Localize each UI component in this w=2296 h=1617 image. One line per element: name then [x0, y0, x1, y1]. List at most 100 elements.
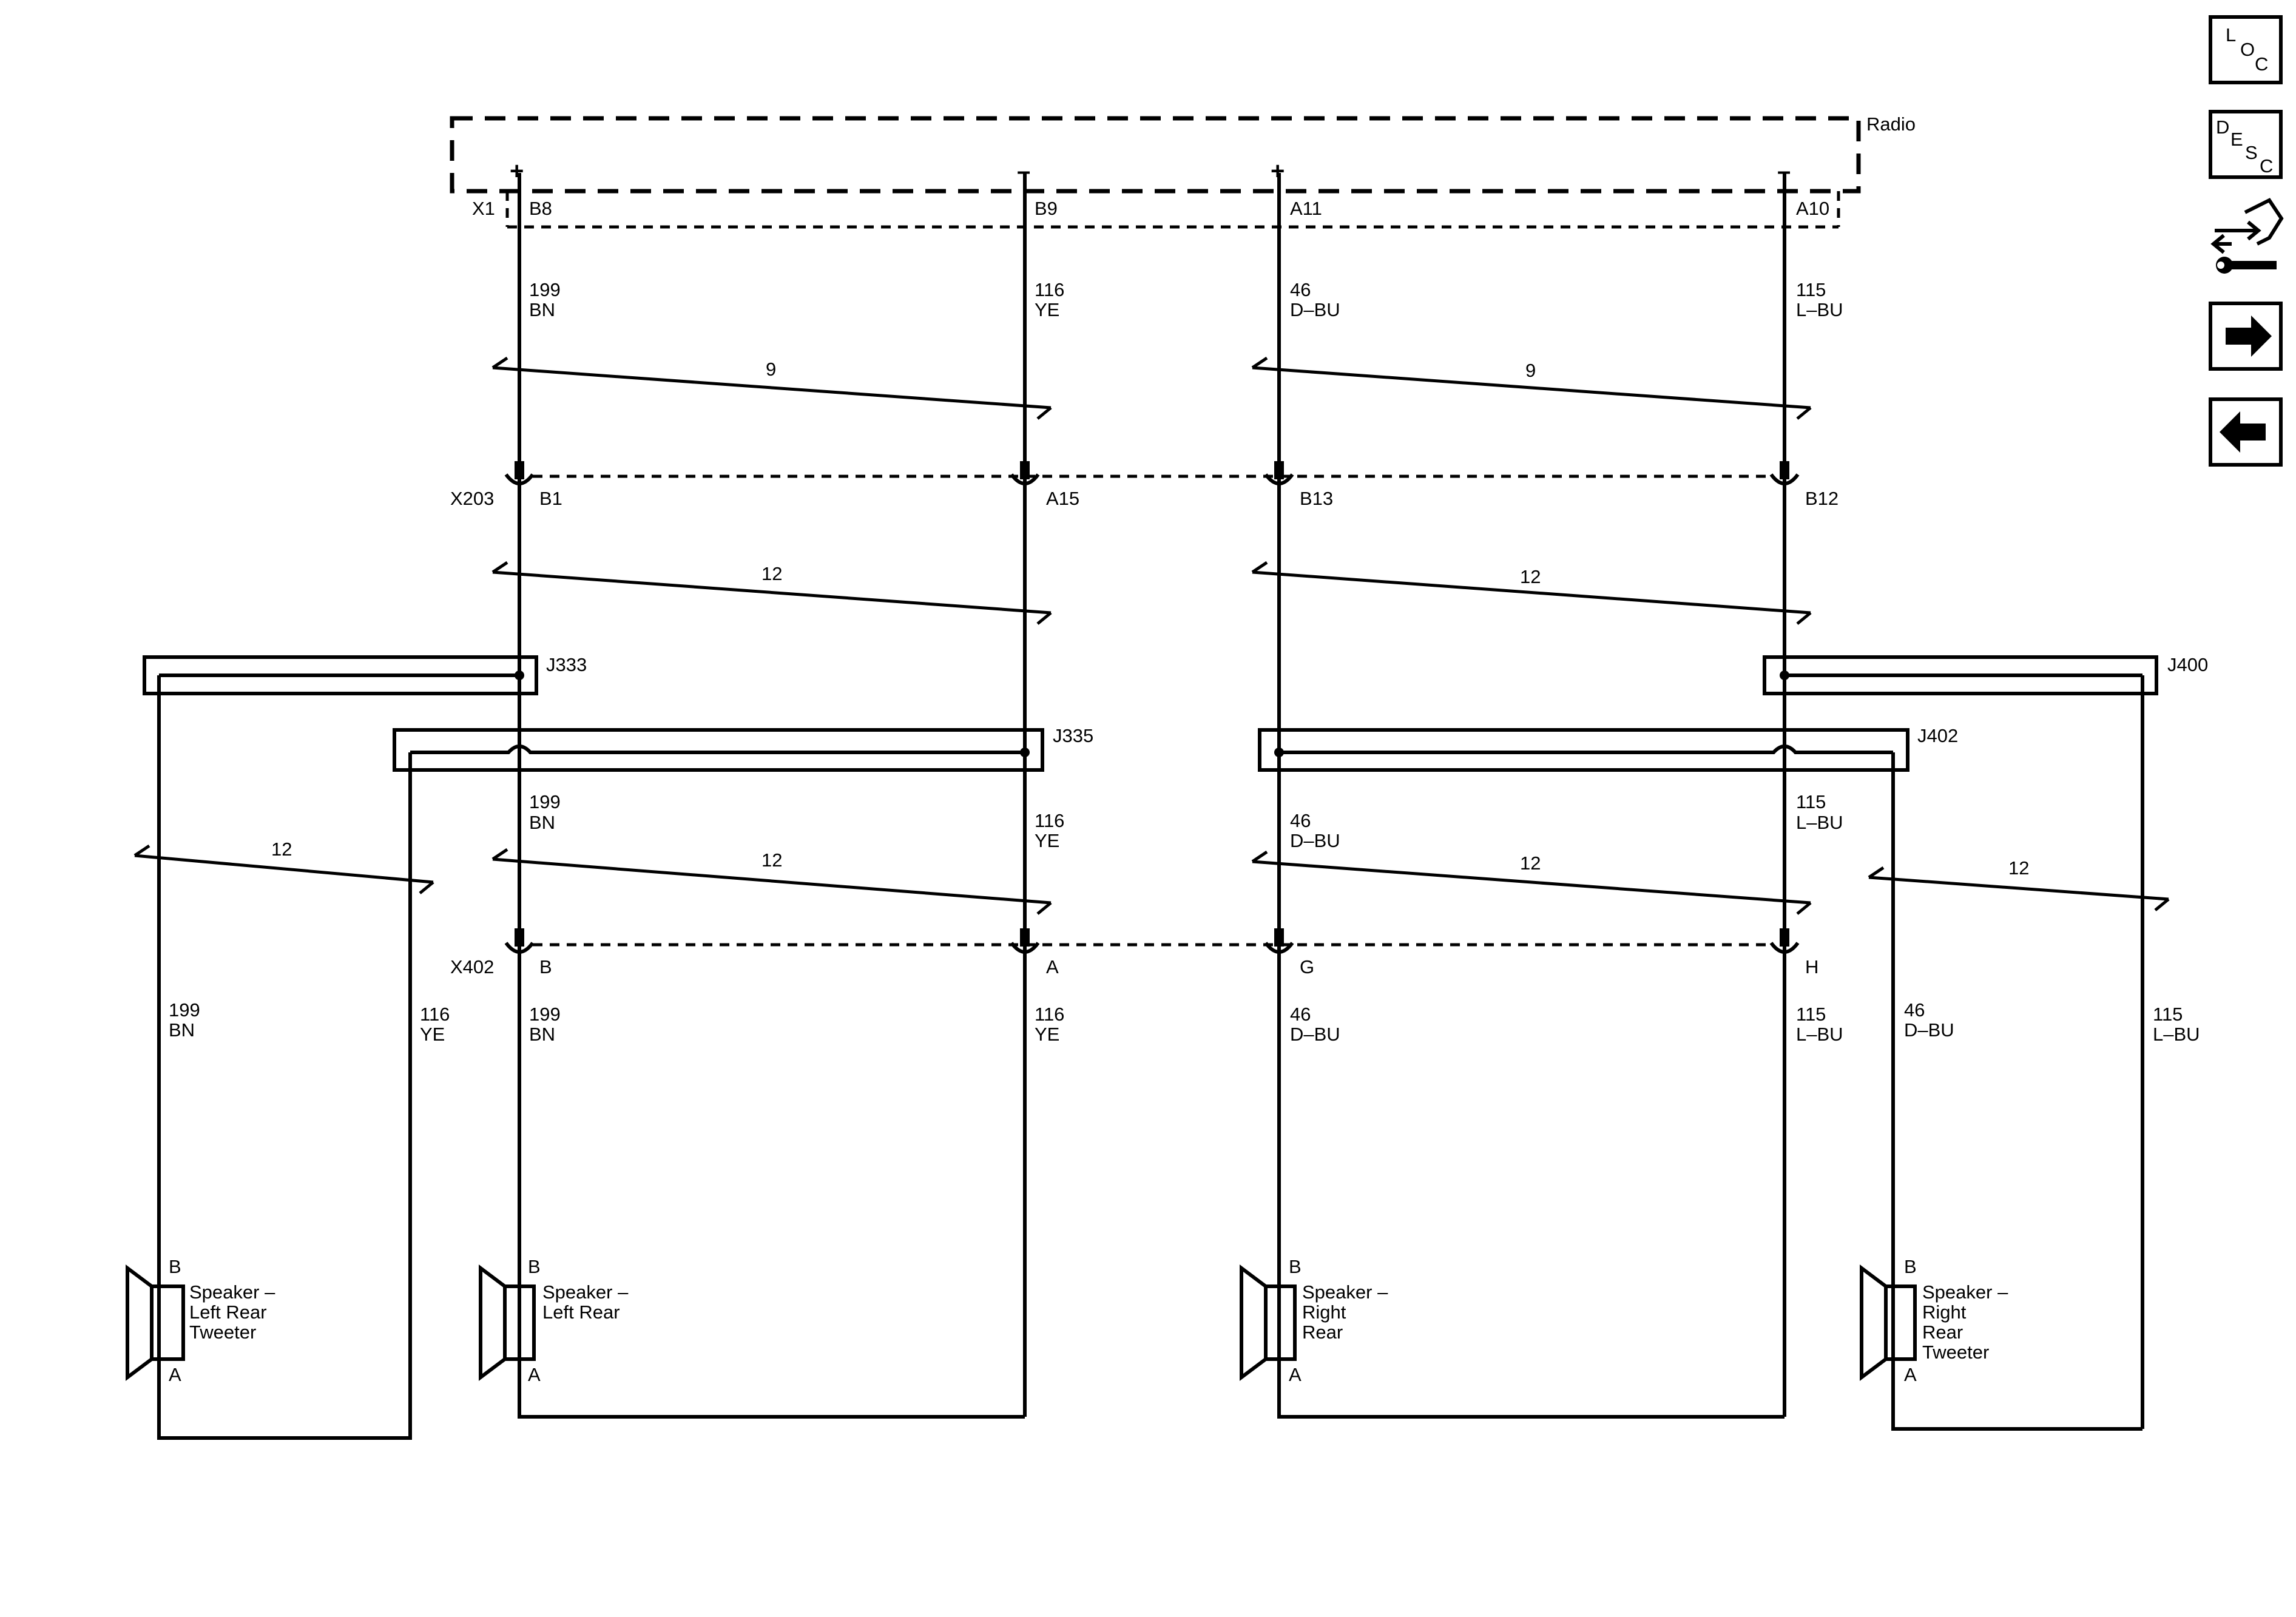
j400-label: J400 — [2167, 654, 2208, 675]
speaker-pin-label: A — [528, 1364, 541, 1385]
j402-splice-pack — [1258, 728, 1909, 1429]
wire-color: D–BU — [1290, 830, 1340, 851]
twisted-pair-marker: 12 — [1251, 561, 1812, 625]
wire-color: D–BU — [1904, 1019, 1954, 1041]
twisted-pair-marker: 12 — [133, 839, 434, 894]
x203-pin-label: B13 — [1300, 488, 1333, 509]
polarity-mark: – — [1777, 158, 1791, 184]
wire-color: L–BU — [1796, 1024, 1843, 1045]
j402-label: J402 — [1917, 725, 1958, 746]
speaker-pin-label: B — [1904, 1256, 1917, 1277]
wire-color: YE — [1035, 299, 1059, 320]
wire-circuit-number: 199 — [169, 999, 200, 1021]
wire-right-tweeter-loop — [1891, 1359, 2142, 1431]
twisted-pair-marker: 12 — [491, 561, 1052, 625]
x1-pin-label: A11 — [1290, 198, 1322, 219]
speaker-pin-label: B — [1289, 1256, 1302, 1277]
wire-circuit-number: 116 — [1035, 810, 1064, 831]
wire-circuit-number: 199 — [529, 1004, 561, 1025]
x1-pin-label: A10 — [1796, 198, 1829, 219]
x402-terminal — [1769, 928, 1800, 954]
speaker-pin-label: B — [528, 1256, 541, 1277]
svg-text:12: 12 — [761, 849, 782, 871]
arrow-left-icon — [2220, 411, 2266, 453]
wire-right-rear-return — [1277, 1359, 1784, 1419]
speaker-pin-label: B — [169, 1256, 181, 1277]
speaker-pin-label: A — [1904, 1364, 1917, 1385]
svg-text:12: 12 — [2008, 857, 2029, 879]
svg-text:L: L — [2226, 24, 2236, 46]
svg-text:C: C — [2260, 155, 2273, 177]
x1-pin-label: B9 — [1035, 198, 1058, 219]
svg-text:12: 12 — [761, 563, 782, 584]
prev-button[interactable] — [2209, 397, 2283, 467]
wire-color: D–BU — [1290, 299, 1340, 320]
svg-text:O: O — [2240, 39, 2255, 60]
x1-pin-label: B8 — [529, 198, 552, 219]
svg-text:12: 12 — [1520, 566, 1541, 587]
wire-circuit-number: 115 — [1796, 1004, 1826, 1025]
wire-left-tweeter-loop — [157, 1359, 412, 1440]
connector-tool-icon[interactable] — [2210, 198, 2284, 274]
x203-terminal — [504, 461, 535, 485]
svg-text:D: D — [2216, 116, 2229, 138]
polarity-mark: + — [510, 158, 524, 184]
twisted-pair-marker: 9 — [491, 356, 1052, 420]
twisted-pair-marker: 12 — [1868, 857, 2170, 911]
x203-pin-label: B12 — [1805, 488, 1838, 509]
j400-splice-pack — [1763, 655, 2158, 1429]
x402-terminal — [1264, 928, 1294, 954]
wire-circuit-number: 115 — [1796, 791, 1826, 812]
next-button[interactable] — [2209, 302, 2283, 371]
loc-button[interactable]: L O C — [2209, 15, 2283, 84]
speaker-left-rear-label: Speaker – Left Rear — [542, 1281, 633, 1323]
x203-terminal — [1769, 461, 1800, 485]
wire-circuit-number: 46 — [1290, 810, 1311, 831]
radio-module-label: Radio — [1866, 113, 1916, 135]
wire-color: L–BU — [1796, 299, 1843, 320]
wire-color: BN — [529, 1024, 555, 1045]
svg-text:12: 12 — [1520, 852, 1541, 874]
svg-text:E: E — [2230, 129, 2243, 150]
x203-pin-label: B1 — [539, 488, 562, 509]
twisted-pair-marker: 12 — [491, 848, 1052, 915]
wire-circuit-number: 46 — [1290, 279, 1311, 300]
x402-pin-label: H — [1805, 956, 1818, 977]
wire-color: L–BU — [1796, 812, 1843, 833]
twisted-pair-marker: 12 — [1251, 850, 1812, 915]
speaker-left-rear-tweeter-label: Speaker – Left Rear Tweeter — [189, 1281, 280, 1343]
speaker-pin-label: A — [169, 1364, 181, 1385]
polarity-mark: + — [1271, 158, 1285, 184]
wire-color: YE — [1035, 830, 1059, 851]
x402-pin-label: A — [1046, 956, 1059, 977]
svg-text:9: 9 — [766, 359, 776, 380]
twisted-pair-marker: 9 — [1251, 356, 1812, 420]
wire-circuit-number: 116 — [420, 1004, 450, 1025]
desc-button[interactable]: D E S C — [2209, 110, 2283, 179]
wire-color: YE — [1035, 1024, 1059, 1045]
speaker-left-rear-symbol — [479, 1264, 536, 1381]
x1-connector-label: X1 — [472, 198, 495, 219]
svg-text:12: 12 — [271, 839, 292, 860]
speaker-left-rear-tweeter-symbol — [126, 1264, 185, 1381]
wire-circuit-number: 46 — [1904, 999, 1925, 1021]
radio-module-outline — [450, 116, 1861, 194]
x203-pin-label: A15 — [1046, 488, 1079, 509]
wire-circuit-number: 115 — [1796, 279, 1826, 300]
wire-color: BN — [529, 299, 555, 320]
wire-circuit-number: 115 — [2153, 1004, 2183, 1025]
wire-color: BN — [529, 812, 555, 833]
wire-color: L–BU — [2153, 1024, 2200, 1045]
x203-terminal — [1010, 461, 1040, 485]
svg-text:S: S — [2245, 142, 2258, 163]
x402-connector-label: X402 — [450, 956, 494, 977]
j335-splice-pack — [393, 728, 1044, 1438]
speaker-right-rear-symbol — [1240, 1264, 1297, 1381]
x402-terminal — [1010, 928, 1040, 954]
wire-left-rear-return — [518, 1359, 1025, 1419]
speaker-pin-label: A — [1289, 1364, 1302, 1385]
wire-color: BN — [169, 1019, 195, 1041]
x402-pin-label: B — [539, 956, 552, 977]
speaker-right-rear-label: Speaker – Right Rear — [1302, 1281, 1393, 1343]
